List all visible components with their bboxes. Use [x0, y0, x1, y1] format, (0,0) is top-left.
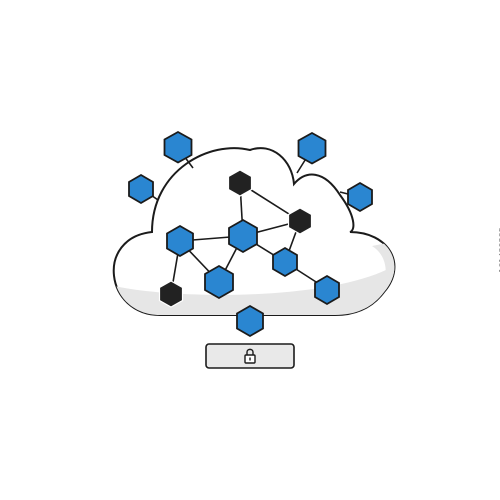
blue-hexagon-node — [204, 264, 234, 300]
blue-hexagon-node — [347, 181, 373, 213]
blue-hexagon-node — [163, 130, 193, 164]
blue-hexagon-node — [236, 304, 264, 338]
blue-hexagon-node — [297, 131, 327, 165]
blue-hexagon-node — [128, 173, 154, 205]
network-nodes — [128, 130, 373, 338]
dark-hexagon-node — [158, 280, 184, 308]
blue-hexagon-node — [272, 246, 298, 278]
dark-hexagon-node — [287, 207, 313, 235]
blue-hexagon-node — [228, 218, 258, 254]
padlock-icon — [244, 348, 256, 364]
dark-hexagon-node — [227, 169, 253, 197]
blue-hexagon-node — [314, 274, 340, 306]
blue-hexagon-node — [166, 224, 194, 258]
lock-bar[interactable] — [205, 343, 295, 369]
cloud-shade — [113, 262, 395, 315]
